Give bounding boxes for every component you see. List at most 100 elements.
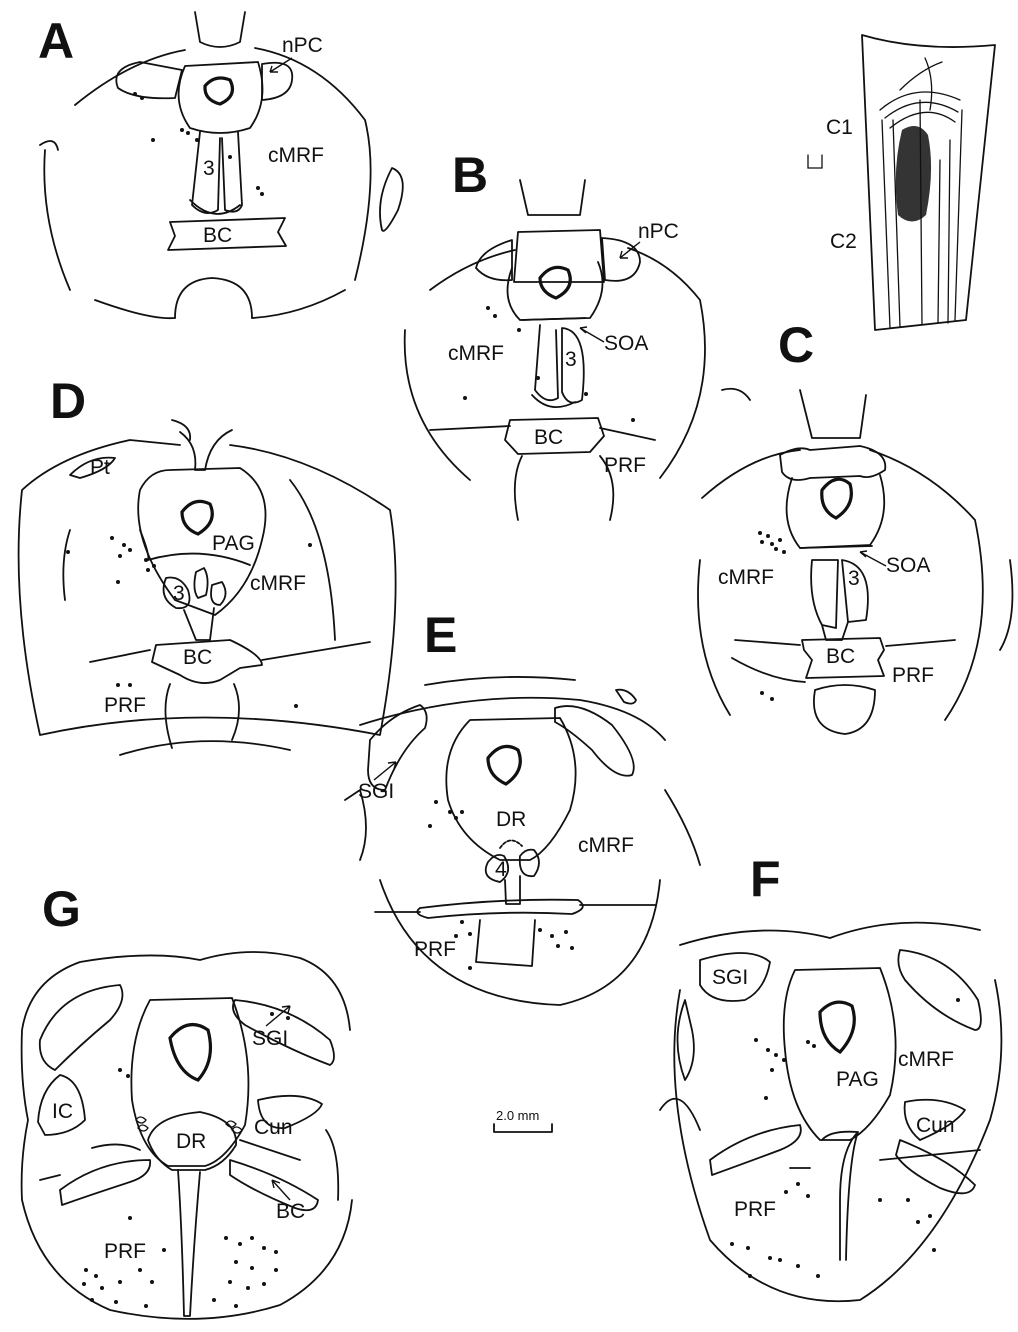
panel-b: B nPC cMRF SOA 3 BC PRF: [405, 147, 705, 520]
panel-e-aqueduct: [488, 746, 520, 784]
panel-b-aqueduct-top: [520, 180, 585, 215]
panel-b-label-npc: nPC: [638, 220, 679, 243]
panel-d-label-pt: Pt: [90, 456, 110, 479]
panel-c-label-cmrf: cMRF: [718, 566, 774, 589]
panel-c-label-3: 3: [848, 567, 860, 590]
panel-b-soa-arrow: [580, 327, 604, 342]
panel-a-base: [95, 290, 345, 318]
panel-b-label-prf: PRF: [604, 454, 646, 477]
panel-d-label-bc: BC: [183, 646, 212, 669]
panel-c-oculomotor-nuclei: [800, 546, 872, 640]
panel-d-label-3: 3: [173, 582, 185, 605]
panel-b-npc-right: [602, 238, 640, 281]
spinal-cord-scale-tick: [808, 155, 822, 168]
panel-f-bc-left: [710, 1125, 801, 1175]
panel-a-aqueduct-top: [195, 12, 245, 47]
panel-a-npc-left: [116, 62, 182, 98]
panel-e-label-dr: DR: [496, 808, 526, 831]
panel-f-label-prf: PRF: [734, 1198, 776, 1221]
panel-e-label-4: 4: [495, 858, 507, 881]
panel-e: E SGI DR cMRF 4 PRF: [345, 607, 700, 1005]
panel-f-aqueduct: [820, 1002, 854, 1052]
panel-g-label-ic: IC: [52, 1100, 73, 1123]
scale-bar: 2.0 mm: [494, 1108, 552, 1132]
panel-g-label-sgi: SGI: [252, 1027, 288, 1050]
panel-c-pag: [787, 475, 885, 548]
panel-f-midline: [822, 1132, 858, 1260]
panel-f-pag: [784, 968, 896, 1140]
panel-g-aqueduct: [170, 1025, 210, 1080]
panel-f: F SGI cMRF PAG Cun PRF: [660, 851, 1001, 1301]
panel-g-midline: [178, 1170, 200, 1316]
panel-b-label-cmrf: cMRF: [448, 342, 504, 365]
spinal-cord-label-c2: C2: [830, 230, 857, 253]
panel-c-aqueduct: [822, 479, 852, 518]
scale-bar-label: 2.0 mm: [496, 1108, 539, 1123]
panel-f-letter: F: [750, 851, 781, 907]
panel-d-aqueduct: [182, 501, 212, 534]
panel-a-label-cmrf: cMRF: [268, 144, 324, 167]
panel-e-label-sgi: SGI: [358, 780, 394, 803]
panel-e-dr-arc: [500, 840, 522, 848]
panel-b-tectum: [514, 230, 604, 282]
panel-a-npc-right: [262, 63, 292, 100]
panel-e-small-oval: [616, 690, 636, 704]
panel-g: G SGI IC DR Cun BC PRF: [22, 881, 352, 1319]
panel-g-label-bc: BC: [276, 1200, 305, 1223]
panel-d-label-pag: PAG: [212, 532, 255, 555]
panel-a-npc-arrow: [270, 58, 292, 72]
panel-c-letter: C: [778, 317, 814, 373]
panel-g-bc-left: [60, 1160, 150, 1205]
panel-a-aqueduct: [205, 78, 233, 104]
spinal-cord-diagram: C1 C2: [808, 35, 995, 330]
panel-g-sgi-left: [40, 985, 123, 1070]
panel-d-section-outline: [19, 440, 396, 755]
panel-a-label-npc: nPC: [282, 34, 323, 57]
panel-f-sgi-right: [898, 950, 981, 1030]
panel-f-bc-right: [896, 1140, 975, 1193]
panel-c-soa-arrow: [860, 551, 886, 566]
panel-b-label-soa: SOA: [604, 332, 648, 355]
panel-e-section-outline: [345, 677, 700, 1005]
panel-d-letter: D: [50, 373, 86, 429]
panel-g-label-cun: Cun: [254, 1116, 293, 1139]
panel-a-label-3: 3: [203, 157, 215, 180]
panel-e-sgi-right: [555, 706, 634, 776]
spinal-cord-label-c1: C1: [826, 116, 853, 139]
panel-f-label-cmrf: cMRF: [898, 1048, 954, 1071]
panel-g-label-prf: PRF: [104, 1240, 146, 1263]
panel-a-label-bc: BC: [203, 224, 232, 247]
panel-c-label-prf: PRF: [892, 664, 934, 687]
panel-c-label-soa: SOA: [886, 554, 930, 577]
panel-e-label-cmrf: cMRF: [578, 834, 634, 857]
panel-g-letter: G: [42, 881, 81, 937]
panel-e-bc-bar: [417, 900, 582, 918]
panel-g-dots: [82, 1012, 290, 1308]
panel-a-oculomotor-nuclei: [190, 132, 242, 214]
panel-d-label-cmrf: cMRF: [250, 572, 306, 595]
panel-e-label-prf: PRF: [414, 938, 456, 961]
panel-f-label-sgi: SGI: [712, 966, 748, 989]
panel-e-pag: [446, 718, 575, 860]
scale-bar-line: [494, 1124, 552, 1132]
panel-c-label-bc: BC: [826, 645, 855, 668]
spinal-cord-injection-site: [896, 126, 931, 222]
panel-d: D Pt PAG cMRF 3 BC PRF: [19, 373, 396, 755]
panel-a: A nPC cMRF 3 BC: [38, 12, 403, 318]
panel-e-trochlear: [486, 850, 539, 904]
panel-a-lateral-lobe: [380, 168, 403, 231]
panel-b-label-bc: BC: [534, 426, 563, 449]
panel-d-aqueduct-top: [172, 420, 232, 470]
panel-a-ventral-bulge: [175, 278, 252, 318]
panel-a-pag: [179, 62, 263, 133]
panel-d-label-prf: PRF: [104, 694, 146, 717]
panel-g-label-dr: DR: [176, 1130, 206, 1153]
panel-f-label-pag: PAG: [836, 1068, 879, 1091]
panel-e-letter: E: [424, 607, 457, 663]
panel-b-letter: B: [452, 147, 488, 203]
panel-c-aqueduct-top: [800, 390, 866, 438]
panel-f-label-cun: Cun: [916, 1114, 955, 1137]
panel-b-pag: [508, 262, 603, 320]
panel-a-letter: A: [38, 13, 74, 69]
